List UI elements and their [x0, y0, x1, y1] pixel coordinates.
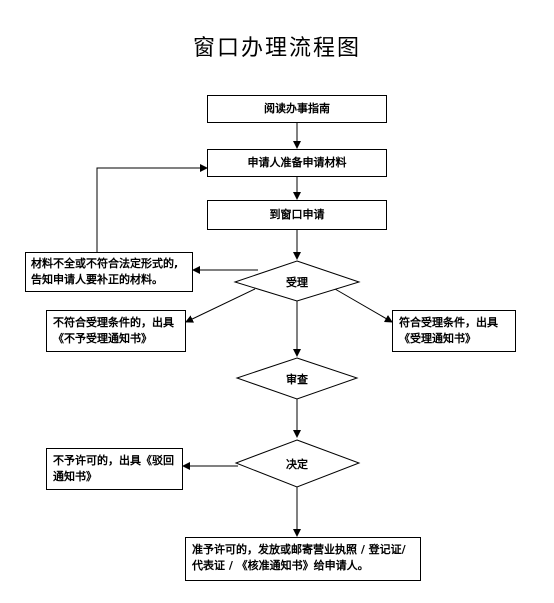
step-submit: 到窗口申请	[207, 200, 387, 230]
step-read-guide: 阅读办事指南	[207, 95, 387, 123]
accept-label: 受理	[286, 276, 308, 289]
decide-label: 决定	[286, 458, 308, 471]
arrow-accept-to-not-accepted	[185, 288, 256, 323]
step-submit-label: 到窗口申请	[269, 208, 325, 221]
outcome-incomplete: 材料不全或不符合法定形式的,告知申请人要补正的材料。	[25, 252, 193, 292]
arrow-accept-to-accepted	[334, 288, 393, 323]
outcome-not-accepted-text: 不符合受理条件的，出具《不予受理通知书》	[53, 316, 174, 345]
review-label: 审查	[286, 373, 308, 386]
outcome-incomplete-text: 材料不全或不符合法定形式的,告知申请人要补正的材料。	[31, 257, 179, 286]
outcome-granted-text: 准予许可的，发放或邮寄营业执照 / 登记证/ 代表证 / 《核准通知书》给申请人…	[192, 543, 406, 572]
outcome-not-accepted: 不符合受理条件的，出具《不予受理通知书》	[46, 310, 186, 352]
step-prepare-label: 申请人准备申请材料	[247, 156, 347, 169]
outcome-accepted: 符合受理条件，出具《受理通知书》	[392, 310, 516, 352]
accept-diamond	[233, 260, 361, 302]
outcome-denied-text: 不予许可的，出具《驳回通知书》	[53, 454, 174, 483]
arrow-incomplete-loop	[96, 164, 208, 252]
decide-diamond	[234, 439, 361, 488]
step-prepare: 申请人准备申请材料	[207, 149, 387, 177]
review-diamond	[235, 357, 359, 400]
step-read-guide-label: 阅读办事指南	[264, 102, 330, 115]
outcome-granted: 准予许可的，发放或邮寄营业执照 / 登记证/ 代表证 / 《核准通知书》给申请人…	[185, 537, 421, 581]
outcome-denied: 不予许可的，出具《驳回通知书》	[46, 448, 183, 490]
outcome-accepted-text: 符合受理条件，出具《受理通知书》	[399, 316, 498, 345]
page-title: 窗口办理流程图	[192, 36, 361, 61]
